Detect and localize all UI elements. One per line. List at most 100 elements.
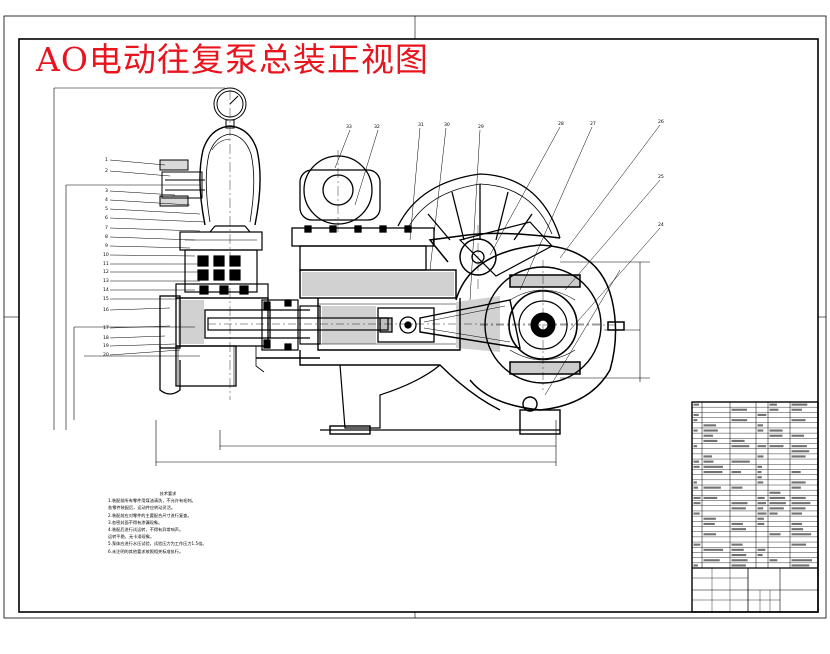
- title-block-cell-text: [693, 512, 700, 515]
- inner-frame: [18, 38, 819, 613]
- title-block-cell-text: [791, 445, 807, 448]
- title-block-cell-text: [769, 502, 786, 505]
- svg-text:11: 11: [103, 261, 109, 267]
- title-block-cell-text: [757, 522, 765, 525]
- title-block-cell-text: [703, 460, 714, 463]
- title-block-cell-text: [791, 471, 801, 474]
- title-block-cell-text: [693, 413, 699, 416]
- svg-text:1: 1: [105, 157, 108, 163]
- border-ticks: [4, 16, 826, 618]
- title-block-cell-text: [693, 543, 701, 546]
- flywheel: [397, 173, 561, 277]
- title-block-cell-text: [693, 460, 700, 463]
- title-block-cell-text: [731, 445, 750, 448]
- title-block-cell-text: [791, 481, 806, 484]
- title-block-cell-text: [703, 548, 724, 551]
- title-block-cell-text: [693, 465, 700, 468]
- title-block-cell-text: [703, 434, 713, 437]
- svg-text:2: 2: [105, 168, 108, 174]
- dimension-lines: [53, 87, 650, 466]
- crosshead: [377, 307, 435, 343]
- svg-text:27: 27: [590, 121, 596, 127]
- title-block-cell-text: [731, 408, 747, 411]
- title-block-cell-text: [731, 522, 743, 525]
- title-block-cell-text: [769, 408, 779, 411]
- svg-text:15: 15: [103, 296, 109, 302]
- title-block-cell-text: [693, 419, 698, 422]
- motor: [291, 155, 435, 271]
- title-block-cell-text: [703, 429, 718, 432]
- title-block-cell-text: [791, 403, 808, 406]
- title-block-cell-text: [703, 465, 723, 468]
- title-block-cell-text: [731, 471, 741, 474]
- note-line: 6.未注明的其他要求按照相关标准执行。: [108, 548, 184, 554]
- title-block-cell-text: [769, 507, 784, 510]
- title-block-cell-text: [731, 559, 748, 562]
- title-block-cell-text: [757, 465, 762, 468]
- title-block-cell-text: [703, 559, 720, 562]
- title-block-cell-text: [757, 445, 767, 448]
- crank-case: [428, 232, 625, 411]
- note-line: 各零件装配后，运动件应转动灵活。: [108, 505, 176, 511]
- title-block-cell-text: [703, 486, 721, 489]
- title-block-cell-text: [757, 512, 767, 515]
- title-block-cell-text: [703, 455, 712, 458]
- leader-lines-top: [334, 124, 661, 396]
- svg-text:8: 8: [105, 234, 108, 240]
- title-block-cell-text: [757, 507, 764, 510]
- title-block-cell-text: [731, 528, 746, 531]
- title-block-cell-text: [757, 502, 766, 505]
- title-block-cell-text: [769, 403, 777, 406]
- title-block-cell-text: [791, 496, 806, 499]
- valve-chest: [175, 225, 269, 299]
- title-block-cell-text: [791, 408, 802, 411]
- title-block-cell-text: [693, 481, 697, 484]
- title-block-cell-text: [731, 486, 743, 489]
- title-block-cell-text: [757, 554, 763, 557]
- title-block-cell-text: [731, 554, 747, 557]
- svg-text:9: 9: [105, 243, 108, 249]
- svg-text:20: 20: [103, 352, 109, 358]
- title-block-cell-text: [731, 543, 743, 546]
- title-block-cell-text: [757, 413, 767, 416]
- title-block-cell-text: [791, 533, 812, 536]
- pump-cylinder: [159, 295, 310, 395]
- title-block-cell-text: [757, 548, 766, 551]
- title-block-cell-text: [791, 543, 807, 546]
- piston-rod: [207, 299, 600, 351]
- title-block-cell-text: [769, 429, 783, 432]
- title-block-cell-text: [693, 429, 698, 432]
- title-block-cell-text: [791, 512, 802, 515]
- svg-text:5: 5: [105, 206, 108, 212]
- svg-text:7: 7: [105, 225, 108, 231]
- svg-text:31: 31: [418, 122, 424, 128]
- title-block-cell-text: [769, 491, 781, 494]
- title-block-cell-text: [731, 439, 745, 442]
- svg-text:13: 13: [103, 278, 109, 284]
- connecting-rod: [419, 299, 521, 349]
- svg-text:18: 18: [103, 335, 109, 341]
- title-block-cell-text: [769, 512, 778, 515]
- svg-text:25: 25: [658, 174, 664, 180]
- title-block-cell-text: [731, 548, 744, 551]
- centerlines: [229, 90, 479, 400]
- svg-text:16: 16: [103, 307, 109, 313]
- title-block-cell-text: [731, 419, 748, 422]
- svg-text:29: 29: [478, 124, 484, 130]
- title-block-cell-text: [703, 522, 715, 525]
- svg-text:33: 33: [346, 124, 352, 130]
- title-block-cell-text: [791, 522, 803, 525]
- svg-text:6: 6: [105, 215, 108, 221]
- leader-lines-left: [109, 159, 206, 356]
- svg-text:10: 10: [103, 252, 109, 258]
- title-block-cell-text: [769, 533, 781, 536]
- title-block-cell-text: [703, 517, 716, 520]
- crankshaft: [480, 260, 615, 390]
- title-block-cell-text: [757, 517, 764, 520]
- title-block-cell-text: [757, 455, 764, 458]
- svg-text:19: 19: [103, 343, 109, 349]
- title-block-cell-text: [769, 496, 786, 499]
- title-block-cell-text: [757, 496, 765, 499]
